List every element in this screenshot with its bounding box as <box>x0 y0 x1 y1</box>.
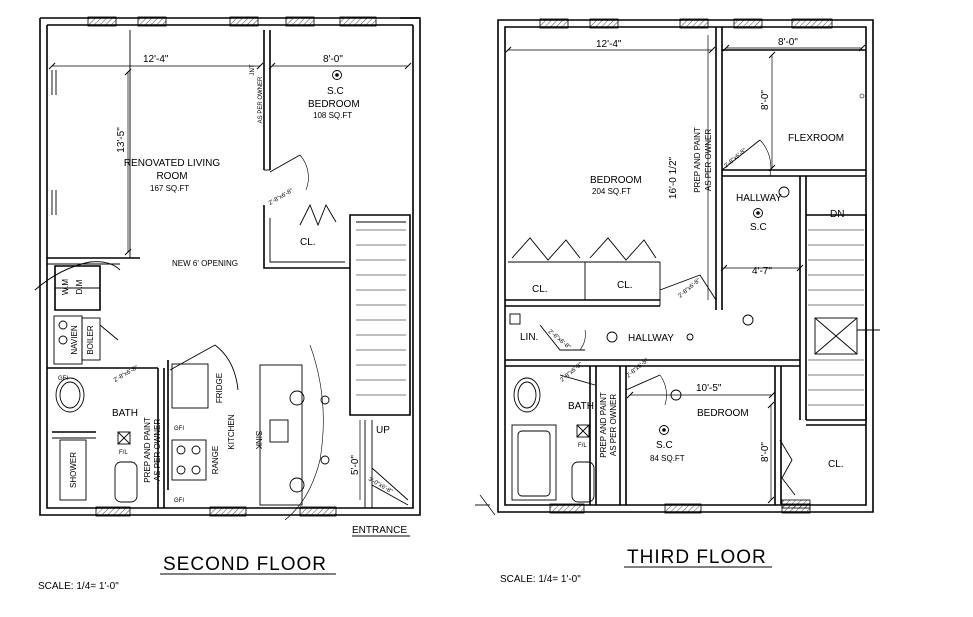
tf-small-bed-area: 84 SQ.FT <box>650 454 685 463</box>
tf-flex-width-dim: 8'-0" <box>778 37 798 48</box>
tf-small-bed-width-dim: 10'-5" <box>696 383 722 394</box>
sf-fridge: FRIDGE <box>215 373 224 403</box>
sf-dm: D.M <box>75 279 84 294</box>
sf-boiler: BOILER <box>86 325 95 355</box>
third-floor-title: THIRD FLOOR <box>627 547 767 568</box>
sf-bath: BATH <box>112 408 138 419</box>
tf-hall-sc: S.C <box>750 222 767 233</box>
sf-bedroom-width-dim: 8'-0" <box>323 54 343 65</box>
tf-bath-prep-2: AS PER OWNER <box>609 394 618 456</box>
sf-bedroom-area: 108 SQ.FT <box>313 111 352 120</box>
sf-bedroom-sc: S.C <box>327 86 344 97</box>
tf-bedroom-depth-dim: 16'-0 1/2" <box>668 156 679 199</box>
tf-small-bed-name: BEDROOM <box>697 408 749 419</box>
sf-new-opening: NEW 6' OPENING <box>172 259 238 268</box>
tf-bath-prep-1: PREP AND PAINT <box>599 392 608 458</box>
sf-wm: W.M <box>61 279 70 295</box>
sf-kitchen: KITCHEN <box>227 414 236 449</box>
sf-fl: F/L <box>119 450 128 456</box>
sf-bedroom-name: BEDROOM <box>308 99 360 110</box>
tf-bedroom-area: 204 SQ.FT <box>592 187 631 196</box>
tf-flexroom: FLEXROOM <box>788 133 844 144</box>
tf-closet-2: CL. <box>617 280 633 291</box>
sf-prep-paint-2: AS PER OWNER <box>153 419 162 481</box>
sf-wall-note-1: AS PER OWNER <box>258 76 264 123</box>
tf-small-bed-depth-dim: 8'-0" <box>760 442 771 462</box>
sf-prep-paint-1: PREP AND PAINT <box>143 417 152 483</box>
second-floor-title: SECOND FLOOR <box>163 554 327 575</box>
sf-door-tag-3: 3'-0"x6'-8" <box>367 477 393 496</box>
sf-shower: SHOWER <box>69 452 78 488</box>
tf-door-tag-1: 2'-8"x6'-8" <box>723 148 747 170</box>
sf-gfi-bath: GFI <box>58 376 68 382</box>
tf-prep-paint-2: AS PER OWNER <box>704 129 713 191</box>
tf-door-tag-3: 2'-6"x6'-8" <box>547 329 571 351</box>
sf-gfi-kitchen-2: GFI <box>174 498 184 504</box>
tf-prep-paint-1: PREP AND PAINT <box>693 127 702 193</box>
tf-hallway-lower: HALLWAY <box>628 333 674 344</box>
tf-closet-3: CL. <box>828 459 844 470</box>
second-floor-scale: SCALE: 1/4= 1'-0" <box>38 581 119 592</box>
tf-fl: F/L <box>578 443 587 449</box>
tf-hallway-upper: HALLWAY <box>736 193 782 204</box>
sf-gfi-kitchen-1: GFI <box>174 426 184 432</box>
tf-lin: LIN. <box>520 332 538 343</box>
sf-entrance: ENTRANCE <box>352 525 407 536</box>
sf-up: UP <box>376 425 390 436</box>
sf-range: RANGE <box>211 446 220 474</box>
tf-door-tag-5: 2'-8"x6'-8" <box>625 358 649 380</box>
tf-bath: BATH <box>568 401 594 412</box>
sf-living-area: 167 SQ.FT <box>150 184 189 193</box>
tf-door-tag-4: 2'-8"x6'-8" <box>559 362 583 384</box>
third-floor-scale: SCALE: 1/4= 1'-0" <box>500 574 581 585</box>
tf-door-tag-2: 2'-8"x6'-8" <box>677 278 701 300</box>
third-floor-plan <box>475 18 880 516</box>
tf-dn: DN <box>830 209 844 220</box>
tf-bedroom-name: BEDROOM <box>590 175 642 186</box>
tf-bedroom-width-dim: 12'-4" <box>596 39 622 50</box>
tf-closet-1: CL. <box>532 284 548 295</box>
sf-closet: CL. <box>300 237 316 248</box>
second-floor-plan <box>34 16 421 521</box>
tf-flex-depth-dim: 8'-0" <box>760 90 771 110</box>
sf-sink: SINK <box>254 431 263 450</box>
sf-living-width-dim: 12'-4" <box>143 54 169 65</box>
tf-hall-width-dim: 4'-7" <box>752 266 772 277</box>
sf-entry-depth-dim: 5'-0" <box>350 455 361 475</box>
sf-navien: NAVIEN <box>70 325 79 354</box>
sf-wall-note-2: JNT <box>250 64 256 75</box>
sf-door-tag-1: 2'-8"x6'-8" <box>268 188 294 207</box>
sf-living-depth-dim: 13'-5" <box>116 127 127 153</box>
tf-small-bed-sc: S.C <box>656 440 673 451</box>
